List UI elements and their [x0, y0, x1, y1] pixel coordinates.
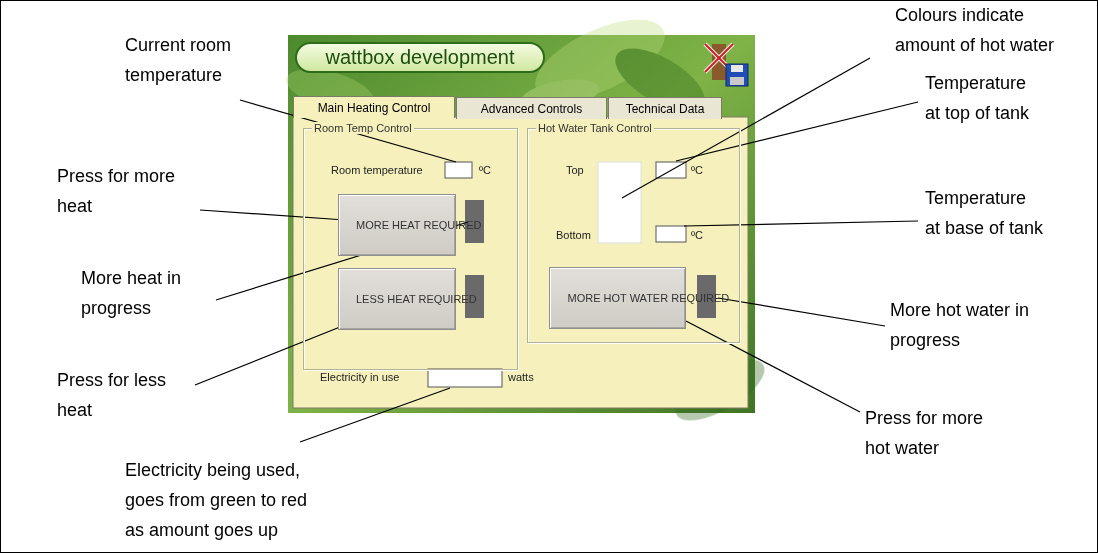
- field-label: Bottom: [556, 229, 591, 241]
- less-heat-indicator: [465, 275, 484, 318]
- field-label: ºC: [479, 164, 491, 176]
- leader-lines: [195, 58, 918, 442]
- unit-label: watts: [508, 371, 534, 383]
- node-text: wattbox development: [325, 46, 514, 69]
- node-text: LESS HEAT REQUIRED: [356, 293, 438, 306]
- group-heading: Hot Water Tank Control: [536, 122, 654, 134]
- tab: Advanced Controls: [456, 97, 607, 119]
- hot-water-indicator: [697, 275, 716, 318]
- group-box: Room Temp ControlRoom temperatureºCMORE …: [303, 128, 518, 370]
- callout-text: Current room temperature: [125, 30, 245, 90]
- callout-text: Colours indicate amount of hot water: [895, 0, 1070, 60]
- push-button: LESS HEAT REQUIRED: [338, 268, 456, 330]
- room-temp-field: [445, 162, 472, 178]
- more-heat-indicator: [465, 200, 484, 243]
- leader-line: [300, 388, 450, 442]
- field-label: Top: [566, 164, 584, 176]
- callout-text: Press for more hot water: [865, 403, 1000, 463]
- floppy-disk: [726, 64, 748, 86]
- callout-text: Press for more heat: [57, 161, 192, 221]
- leader-line: [240, 100, 456, 162]
- floppy-shutter: [730, 77, 744, 85]
- leader-line: [686, 321, 860, 412]
- electricity-field: [428, 369, 502, 387]
- node-text: Technical Data: [626, 102, 705, 116]
- node-text: MORE HEAT REQUIRED: [356, 219, 438, 232]
- group-heading: Room Temp Control: [312, 122, 414, 134]
- title-banner: wattbox development: [295, 42, 545, 73]
- field-label: Electricity in use: [320, 371, 399, 383]
- field-label: ºC: [691, 164, 703, 176]
- callout-text: More heat in progress: [81, 263, 211, 323]
- callout-text: More hot water in progress: [890, 295, 1055, 355]
- callout-text: Temperature at top of tank: [925, 68, 1045, 128]
- push-button: MORE HEAT REQUIRED: [338, 194, 456, 256]
- leader-line: [195, 327, 340, 385]
- group-box: Hot Water Tank ControlTopºCBottomºCMORE …: [527, 128, 740, 343]
- node-text: MORE HOT WATER REQUIRED: [568, 292, 668, 305]
- leaf-texture: [282, 3, 773, 432]
- field-label: Room temperature: [331, 164, 423, 176]
- leader-line: [200, 210, 345, 220]
- tab: Technical Data: [608, 97, 722, 119]
- field-label: ºC: [691, 229, 703, 241]
- callout-text: Electricity being used, goes from green …: [125, 455, 330, 545]
- tank-level-bar: [598, 162, 641, 243]
- floppy-label: [731, 65, 743, 72]
- callout-text: Press for less heat: [57, 365, 187, 425]
- tab: Main Heating Control: [293, 96, 455, 118]
- leader-line: [684, 221, 918, 226]
- leader-line: [718, 298, 885, 326]
- push-button: MORE HOT WATER REQUIRED: [549, 267, 686, 329]
- node-text: Advanced Controls: [481, 102, 582, 116]
- node-text: Main Heating Control: [318, 101, 431, 115]
- app-icon: [705, 44, 748, 86]
- callout-text: Temperature at base of tank: [925, 183, 1045, 243]
- bottom-temp-field: [656, 226, 686, 242]
